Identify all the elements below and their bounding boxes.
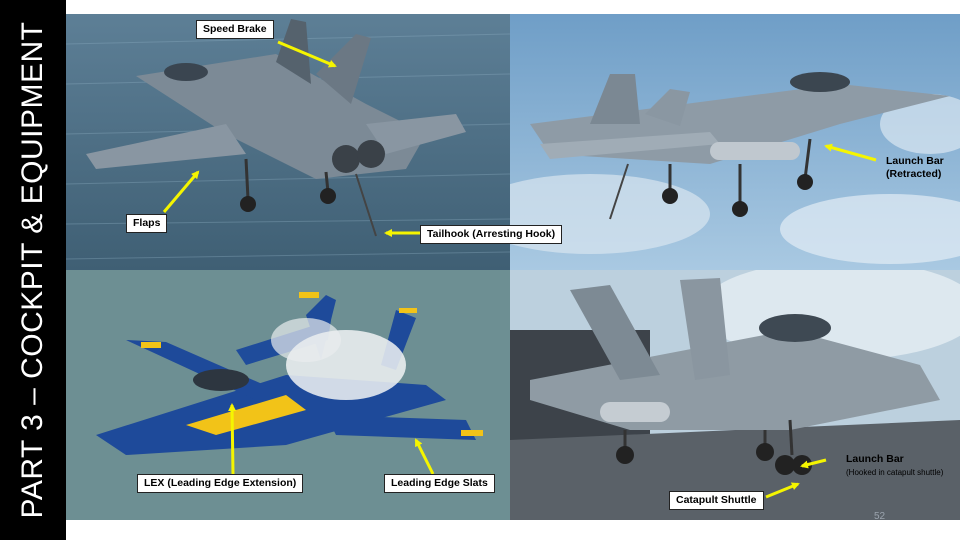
label-launch-bar-hooked-title: Launch Bar [846, 453, 904, 465]
label-launch-bar-retracted-line2: (Retracted) [886, 168, 942, 180]
sidebar: PART 3 – COCKPIT & EQUIPMENT [0, 0, 66, 540]
photo-carrier-deck [510, 270, 960, 520]
label-launch-bar-hooked-sub: (Hooked in catapult shuttle) [846, 468, 944, 477]
label-leading-edge-slats: Leading Edge Slats [384, 474, 495, 493]
label-flaps: Flaps [126, 214, 168, 233]
label-launch-bar-hooked: Launch Bar (Hooked in catapult shuttle) [840, 451, 949, 481]
label-launch-bar-retracted-line1: Launch Bar [886, 155, 944, 167]
photo-hornet-inflight [510, 14, 960, 270]
slide-title: PART 3 – COCKPIT & EQUIPMENT [16, 21, 49, 519]
label-lex: LEX (Leading Edge Extension) [137, 474, 304, 493]
page-number: 52 [874, 511, 886, 522]
label-catapult-shuttle: Catapult Shuttle [669, 491, 764, 510]
label-tailhook: Tailhook (Arresting Hook) [420, 225, 563, 244]
label-speed-brake: Speed Brake [196, 20, 274, 39]
label-launch-bar-retracted: Launch Bar (Retracted) [880, 153, 950, 183]
